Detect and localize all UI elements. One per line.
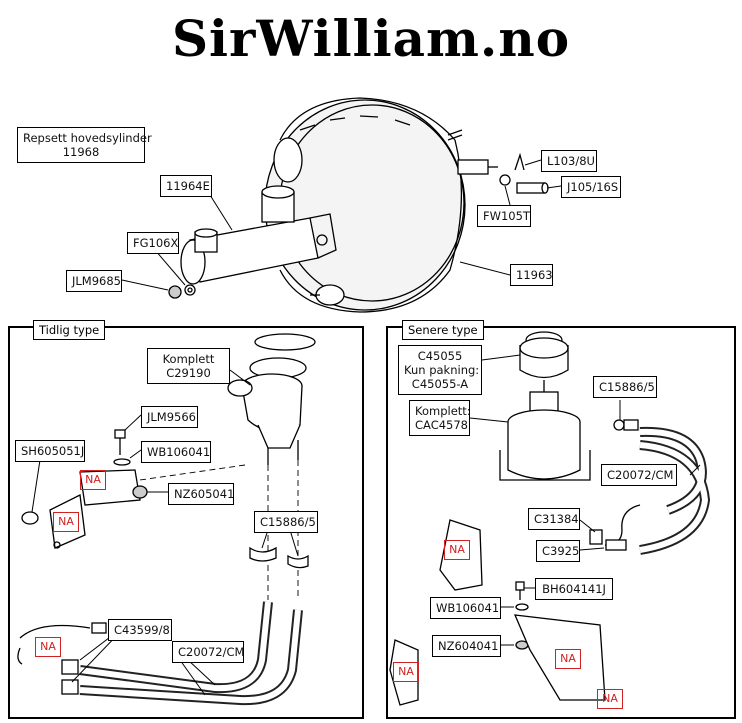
part-fw105t-label: FW105T (477, 205, 531, 227)
site-title: SirWilliam.no (171, 9, 571, 68)
repset-line2: 11968 (62, 145, 100, 159)
late-type-panel (386, 326, 736, 719)
part-nz605041-label: NZ605041 (168, 483, 234, 505)
late-c45055-line2: Kun pakning: (404, 363, 480, 377)
part-l103-label: L103/8U (541, 150, 597, 172)
part-nz604041-label: NZ604041 (432, 635, 501, 657)
na-marker: NA (444, 540, 470, 560)
early-type-panel (8, 326, 364, 719)
part-11963-label: 11963 (510, 264, 553, 286)
early-komplett-line2: C29190 (166, 366, 211, 380)
na-marker: NA (80, 470, 106, 490)
na-marker: NA (53, 512, 79, 532)
late-komplett-line1: Komplett: (415, 404, 471, 418)
part-wb106041-left-label: WB106041 (141, 441, 211, 463)
part-c20072-right-label: C20072/CM (601, 464, 677, 486)
part-bh604141j-label: BH604141J (535, 578, 613, 600)
part-c15886-right-label: C15886/5 (593, 376, 657, 398)
na-marker: NA (597, 689, 623, 709)
master-cylinder-drawing (180, 185, 337, 285)
servo-booster-drawing (264, 97, 498, 313)
late-c45055-label: C45055 Kun pakning: C45055-A (398, 345, 482, 395)
na-marker: NA (35, 637, 61, 657)
part-c31384-label: C31384 (528, 508, 580, 530)
part-wb106041-right-label: WB106041 (430, 597, 501, 619)
late-komplett-label: Komplett: CAC4578 (409, 400, 471, 436)
part-c43599-label: C43599/8 (108, 619, 172, 641)
part-jlm9566-label: JLM9566 (141, 406, 198, 428)
part-c3925-label: C3925 (536, 540, 580, 562)
part-11964e-label: 11964E (160, 175, 212, 197)
na-marker: NA (555, 649, 581, 669)
early-reservoir-drawing (227, 333, 316, 465)
part-c15886-left-label: C15886/5 (254, 511, 318, 533)
late-c45055-line3: C45055-A (411, 377, 469, 391)
repset-label: Repsett hovedsylinder 11968 (17, 127, 152, 163)
part-c20072-left-label: C20072/CM (172, 641, 244, 663)
late-c45055-line1: C45055 (417, 349, 463, 363)
part-sh605051j-label: SH605051J (15, 440, 85, 462)
early-komplett-line1: Komplett (162, 352, 215, 366)
repset-line1: Repsett hovedsylinder (23, 131, 152, 145)
late-reservoir-drawing (499, 331, 591, 481)
late-type-label: Senere type (402, 320, 484, 340)
early-komplett-label: Komplett C29190 (147, 348, 230, 384)
part-jlm9685-label: JLM9685 (66, 270, 122, 292)
late-komplett-line2: CAC4578 (415, 418, 468, 432)
part-fg106x-label: FG106X (127, 232, 179, 254)
part-j105-label: J105/16S (561, 176, 621, 198)
na-marker: NA (393, 662, 419, 682)
early-type-label: Tidlig type (33, 320, 106, 340)
